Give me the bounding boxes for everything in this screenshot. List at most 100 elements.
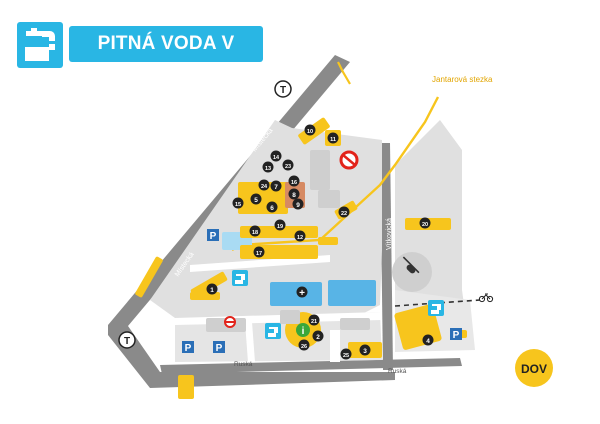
marker-13-label: 13 (265, 166, 271, 172)
marker-3-label: 3 (363, 348, 367, 355)
trail-top-segment (337, 61, 351, 85)
marker-12: 12 (294, 230, 306, 242)
marker-6-label: 6 (270, 205, 274, 212)
marker-1-label: 1 (210, 287, 214, 294)
marker-23-label: 23 (285, 164, 291, 170)
gray-building (310, 150, 330, 190)
dov-label: DOV (521, 362, 547, 376)
marker-8-label: 8 (292, 192, 296, 199)
vitkovicka-road (380, 143, 393, 370)
parking-sign-3: P (213, 341, 225, 354)
building-west-long (135, 256, 163, 298)
marker-7-label: 7 (274, 184, 278, 191)
parking-label-4: P (453, 330, 460, 341)
marker-5-label: 5 (254, 197, 258, 204)
marker-16-label: 16 (291, 180, 297, 186)
parking-label-1: P (210, 231, 217, 242)
marker-21: 21 (308, 314, 320, 326)
building-markers: 1 2 3 4 5 6 7 8 9 10 11 12 13 14 15 16 1… (206, 124, 434, 360)
helicopter-icon (402, 256, 420, 274)
marker-15: 15 (232, 197, 244, 209)
marker-11-label: 11 (330, 137, 336, 143)
parking-label-2: P (185, 343, 192, 354)
marker-11: 11 (327, 132, 339, 144)
page-title: PITNÁ VODA V AREÁLU (69, 26, 263, 90)
internal-road-4 (330, 330, 340, 362)
marker-9-label: 9 (296, 202, 300, 209)
info-icon (296, 323, 310, 337)
transit-stop-top-label: T (280, 85, 286, 96)
marker-24: 24 (258, 179, 270, 191)
marker-18: 18 (249, 225, 261, 237)
marker-15-label: 15 (235, 202, 241, 208)
marker-19: 19 (274, 219, 286, 231)
water-tap-icon-graphic (25, 28, 55, 61)
marker-17: 17 (253, 246, 265, 258)
marker-22-label: 22 (341, 211, 347, 217)
hospital-building-left (270, 282, 322, 306)
marker-6: 6 (266, 201, 278, 213)
gray-building-2 (318, 190, 340, 208)
parking-sign-2: P (182, 341, 194, 354)
marker-5: 5 (250, 193, 262, 205)
marker-3: 3 (359, 344, 371, 356)
marker-10: 10 (304, 124, 316, 136)
water-tap-marker-1 (232, 270, 248, 286)
marker-23: 23 (282, 159, 294, 171)
marker-8: 8 (288, 188, 300, 200)
gray-building-4 (340, 318, 370, 330)
parking-sign-1: P (207, 229, 219, 242)
info-label: i (302, 326, 305, 337)
no-entry-slash (342, 154, 356, 166)
water-tap-marker-2 (265, 323, 281, 339)
transit-stop-bottom-label: T (124, 336, 130, 347)
marker-20-label: 20 (422, 222, 428, 228)
marker-20: 20 (419, 217, 431, 229)
marker-1: 1 (206, 283, 218, 295)
marker-17-label: 17 (256, 251, 262, 257)
gray-building-3 (280, 310, 300, 324)
dov-badge (515, 349, 553, 387)
mistecka-road (108, 55, 395, 388)
marker-14-label: 14 (273, 155, 280, 161)
marker-26: 26 (298, 339, 310, 351)
internal-road-1 (190, 255, 330, 272)
marker-10-label: 10 (307, 129, 313, 135)
parking-sign-4: P (450, 328, 462, 341)
marker-2: 2 (312, 330, 324, 342)
internal-road-3 (245, 322, 255, 362)
building-17 (240, 245, 318, 259)
marker-22: 22 (338, 206, 350, 218)
marker-9: 9 (292, 198, 304, 210)
water-tap-icon (17, 22, 63, 68)
street-label-ruska-left: Ruská (234, 361, 253, 368)
marker-13: 13 (262, 161, 274, 173)
marker-4: 4 (422, 334, 434, 346)
street-label-vitkovicka: Vítkovická (386, 218, 393, 250)
marker-25-label: 25 (343, 353, 349, 359)
marker-18-label: 18 (252, 230, 258, 236)
marker-2-label: 2 (316, 334, 320, 341)
hospital-cross: + (299, 288, 305, 299)
marker-19-label: 19 (277, 224, 283, 230)
marker-12-label: 12 (297, 235, 303, 241)
marker-25: 25 (340, 348, 352, 360)
transit-stop-top-icon (274, 80, 292, 98)
water-tap-marker-3 (428, 300, 444, 316)
bicycle-icon (478, 293, 494, 303)
trail-label: Jantarová stezka (432, 75, 493, 84)
marker-7: 7 (270, 180, 282, 192)
parking-label-3: P (216, 343, 223, 354)
street-label-ruska-right: Ruská (388, 368, 407, 375)
transit-stop-bottom-icon (118, 331, 136, 349)
marker-26-label: 26 (301, 344, 307, 350)
marker-16: 16 (288, 175, 300, 187)
hospital-building-right (328, 280, 376, 306)
marker-14: 14 (270, 150, 282, 162)
marker-24-label: 24 (261, 184, 268, 190)
dov-sign-bus (178, 375, 194, 399)
marker-21-label: 21 (311, 319, 317, 325)
hospital-cross-marker (296, 286, 308, 298)
